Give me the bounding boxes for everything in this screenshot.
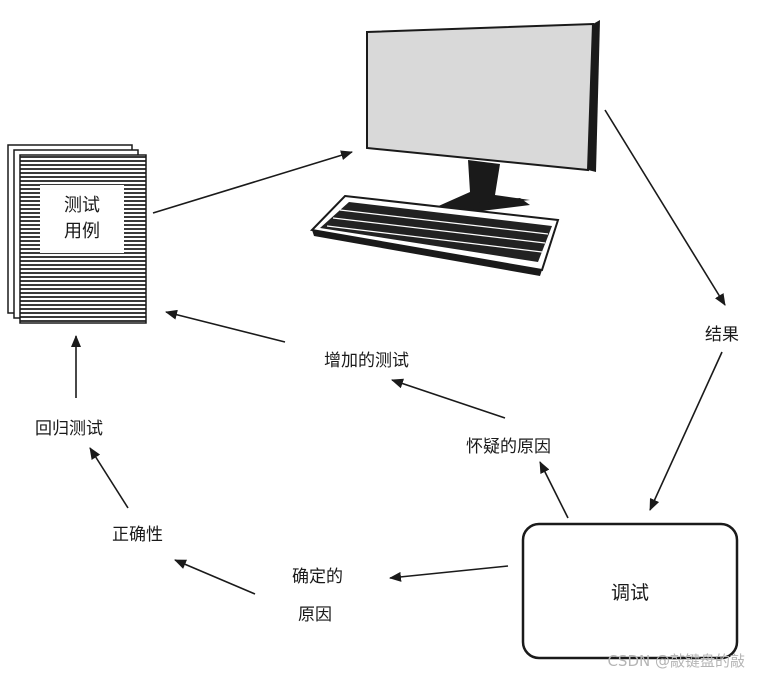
regression-test-label: 回归测试 — [33, 414, 105, 439]
confirmed-cause-line1: 确定的 — [290, 562, 345, 587]
test-case-line2: 用例 — [64, 221, 100, 242]
arrow-added-to-testcase — [165, 309, 286, 343]
confirmed-cause-line2: 原因 — [296, 600, 334, 625]
arrow-debug-to-suspected — [539, 461, 569, 519]
arrow-confirmed-to-correctness — [174, 559, 256, 595]
arrow-debug-to-confirmed — [389, 565, 509, 582]
debug-box-frame — [521, 522, 739, 660]
debug-label: 调试 — [610, 581, 649, 604]
added-tests-label: 增加的测试 — [322, 346, 411, 371]
debug-label-container: 调试 — [523, 524, 737, 658]
arrow-computer-to-result — [604, 109, 726, 306]
arrow-testcase-to-computer — [152, 150, 353, 214]
arrow-result-to-debug — [649, 351, 723, 511]
watermark: CSDN @敲键盘的敲 — [607, 652, 745, 670]
suspected-cause-label: 怀疑的原因 — [464, 432, 553, 457]
arrow-suspected-to-added — [391, 378, 506, 419]
test-case-line1: 测试 — [64, 195, 100, 216]
result-label: 结果 — [703, 320, 741, 345]
keyboard-icon — [309, 194, 560, 276]
test-case-label: 测试 用例 — [40, 185, 124, 253]
arrows — [71, 109, 726, 595]
correctness-label: 正确性 — [110, 520, 165, 545]
arrow-correctness-to-regression — [89, 447, 129, 509]
computer-monitor-icon — [366, 20, 600, 216]
